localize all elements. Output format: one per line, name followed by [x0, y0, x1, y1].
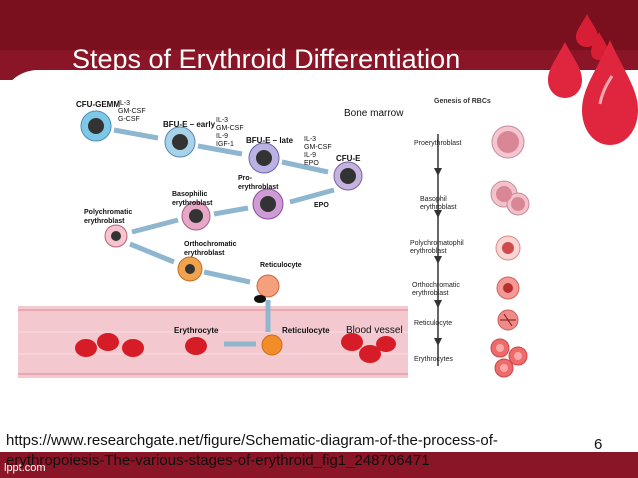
header-band	[0, 0, 638, 80]
cell-orthochromatic-erythroblast	[177, 256, 203, 282]
cell-reticulocyte-marrow	[254, 274, 280, 303]
genesis-cell-basophil	[490, 180, 530, 216]
footer-logo: lppt.com	[4, 462, 46, 474]
factors-bfu-e-late: IL-3 GM-CSF IL-9 EPO	[304, 136, 332, 167]
label-orthochromatic-erythroblast: Orthochromatic erythroblast	[184, 241, 237, 257]
blood-drop-medium-icon	[548, 42, 582, 98]
genesis-of-rbcs-panel	[408, 80, 548, 382]
cell-bfu-e-late	[248, 142, 280, 174]
blood-drop-large-icon	[582, 40, 638, 145]
label-erythrocyte: Erythrocyte	[174, 326, 219, 335]
cell-polychromatic-erythroblast	[104, 224, 128, 248]
genesis-cell-erythrocytes	[490, 338, 528, 378]
genesis-labels: Genesis of RBCs Proerythroblast Basophil…	[408, 80, 548, 382]
label-proerythroblast: Pro- erythroblast	[238, 175, 279, 191]
blood-drops-decoration	[548, 14, 638, 145]
genesis-label-polychromatophil: Polychromatophil erythroblast	[410, 240, 464, 255]
cell-basophilic-erythroblast	[181, 201, 211, 231]
label-basophilic-erythroblast: Basophilic erythroblast	[172, 191, 213, 207]
genesis-cell-polychromatophil	[495, 235, 521, 261]
label-blood-vessel: Blood vessel	[346, 325, 403, 336]
label-bfu-e-early: BFU-E – early	[163, 120, 216, 129]
cell-cfu-gemm	[80, 110, 112, 142]
genesis-title: Genesis of RBCs	[434, 98, 491, 105]
factors-bfu-e-early: IL-3 GM-CSF IL-9 IGF-1	[216, 117, 244, 148]
differentiation-arrows	[113, 127, 335, 347]
label-reticulocyte-vessel: Reticulocyte	[282, 326, 330, 335]
footer-band	[0, 452, 638, 478]
factors-cfu-gemm: IL-3 GM-CSF G-CSF	[118, 100, 146, 123]
source-url-line-2[interactable]: erythropoiesis-The-various-stages-of-ery…	[6, 452, 430, 469]
label-bone-marrow: Bone marrow	[344, 108, 404, 119]
cell-bfu-e-early	[164, 126, 196, 158]
label-reticulocyte-marrow: Reticulocyte	[260, 262, 302, 269]
genesis-cell-proerythroblast	[491, 125, 525, 159]
genesis-cell-orthochromatic	[496, 276, 520, 300]
genesis-label-basophil: Basophil erythroblast	[420, 196, 457, 211]
slide-title: Steps of Erythroid Differentiation	[72, 44, 461, 74]
label-cfu-e: CFU-E	[336, 154, 361, 163]
label-cfu-gemm: CFU-GEMM	[76, 100, 120, 109]
blood-drop-small-icon	[576, 14, 598, 47]
blood-drop-small-icon	[591, 32, 608, 60]
genesis-label-orthochromatic: Orthochromatic erythroblast	[412, 282, 460, 297]
erythropoiesis-schematic	[18, 96, 408, 382]
cell-cfu-e	[333, 161, 363, 191]
label-polychromatic-erythroblast: Polychromatic erythroblast	[84, 209, 133, 225]
cell-proerythroblast	[252, 188, 284, 220]
factors-epo: EPO	[314, 202, 329, 209]
genesis-label-erythrocytes: Erythrocytes	[414, 356, 453, 363]
genesis-cell-reticulocyte	[497, 309, 519, 331]
source-url-line-1[interactable]: https://www.researchgate.net/figure/Sche…	[6, 432, 498, 449]
label-bfu-e-late: BFU-E – late	[246, 136, 294, 145]
genesis-label-proerythroblast: Proerythroblast	[414, 140, 462, 147]
page-number: 6	[594, 436, 603, 453]
genesis-label-reticulocyte: Reticulocyte	[414, 320, 453, 327]
schematic-labels: CFU-GEMM IL-3 GM-CSF G-CSF BFU-E – early…	[18, 96, 408, 382]
vessel-rbcs	[75, 333, 396, 363]
